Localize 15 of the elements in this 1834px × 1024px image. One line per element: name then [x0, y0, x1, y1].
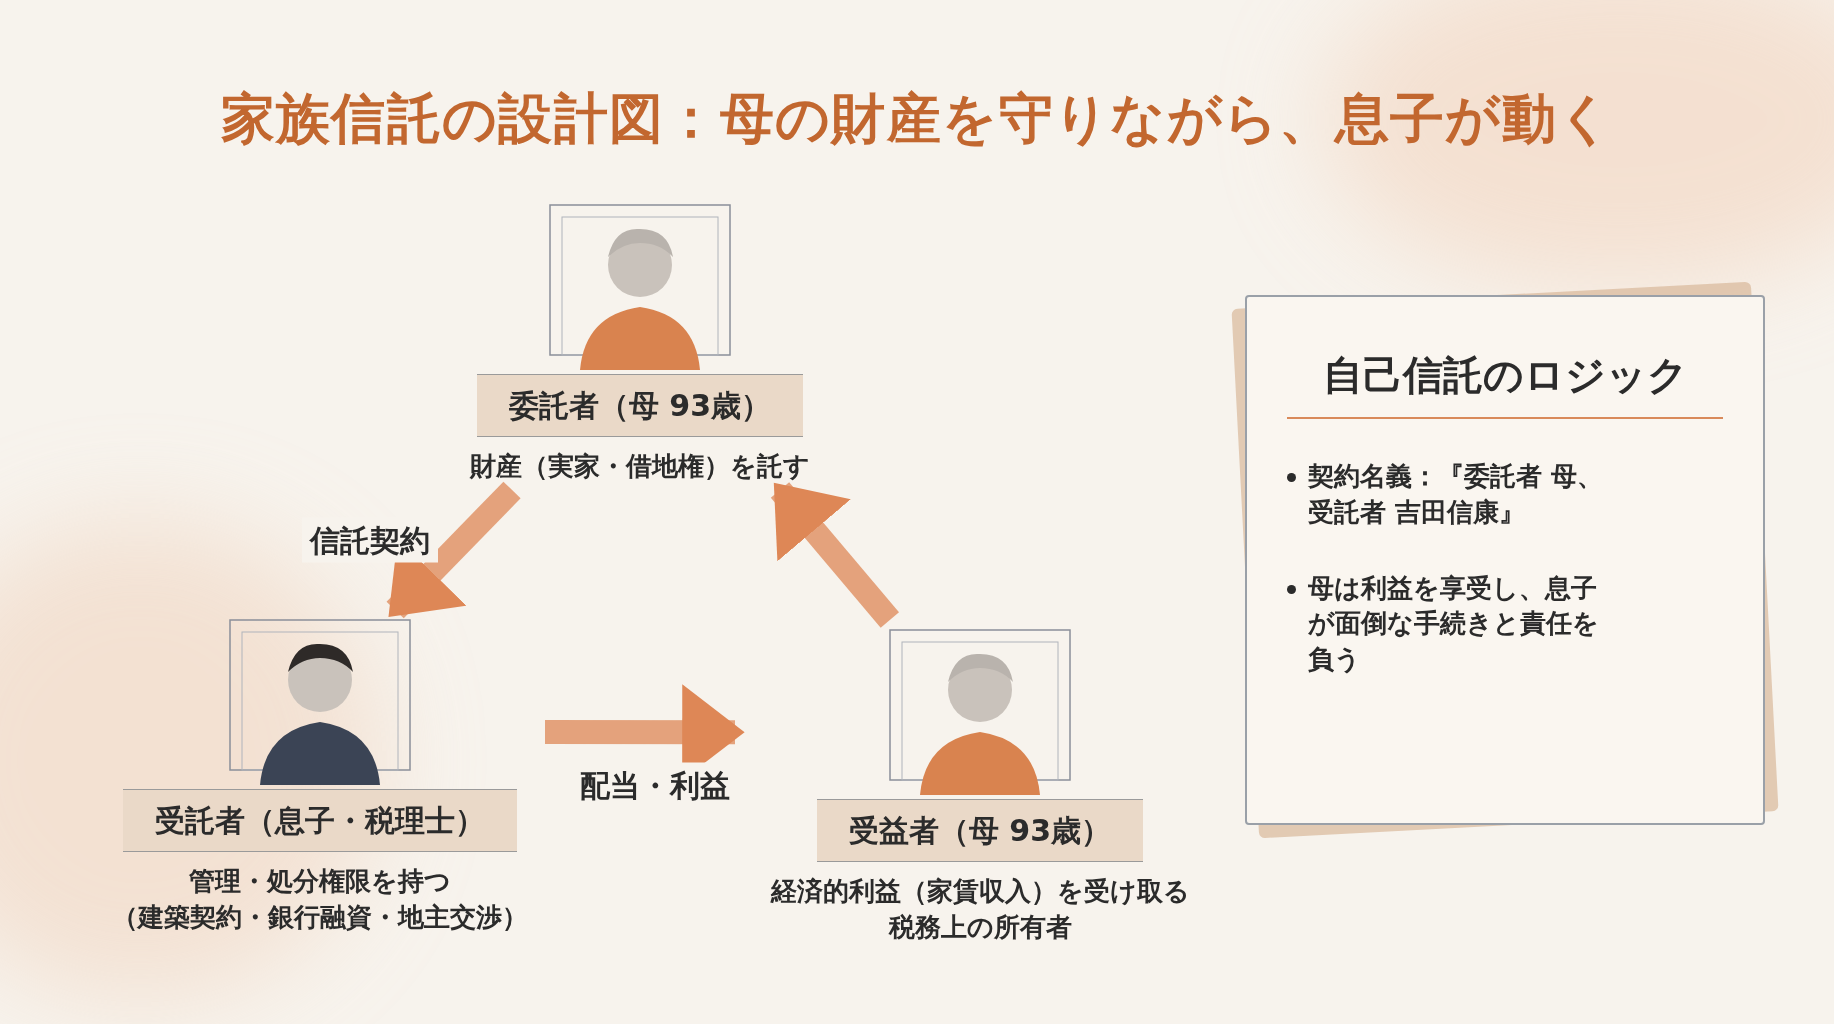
role-label: 受託者（息子・税理士）: [123, 789, 517, 852]
card-heading: 自己信託のロジック: [1287, 345, 1723, 419]
role-label: 委託者（母 93歳）: [476, 374, 804, 437]
bullet-text: 母は利益を享受し、息子が面倒な手続きと責任を負う: [1308, 571, 1600, 676]
arrow: [386, 481, 521, 619]
role-description: 財産（実家・借地権）を託す: [470, 450, 810, 483]
arrow: [770, 482, 899, 628]
bullet-text: 契約名義：『委託者 母、受託者 吉田信康』: [1308, 460, 1605, 529]
role-description: 管理・処分権限を持つ: [189, 865, 451, 898]
role-description: 税務上の所有者: [888, 910, 1072, 944]
role-description: （建築契約・銀行融資・地主交渉）: [112, 900, 528, 934]
title: 家族信託の設計図：母の財産を守りながら、息子が動く: [219, 86, 1615, 152]
role-description: 経済的利益（家賃収入）を受け取る: [770, 875, 1190, 908]
logic-card: [1245, 295, 1765, 825]
role-label: 受益者（母 93歳）: [816, 799, 1144, 862]
